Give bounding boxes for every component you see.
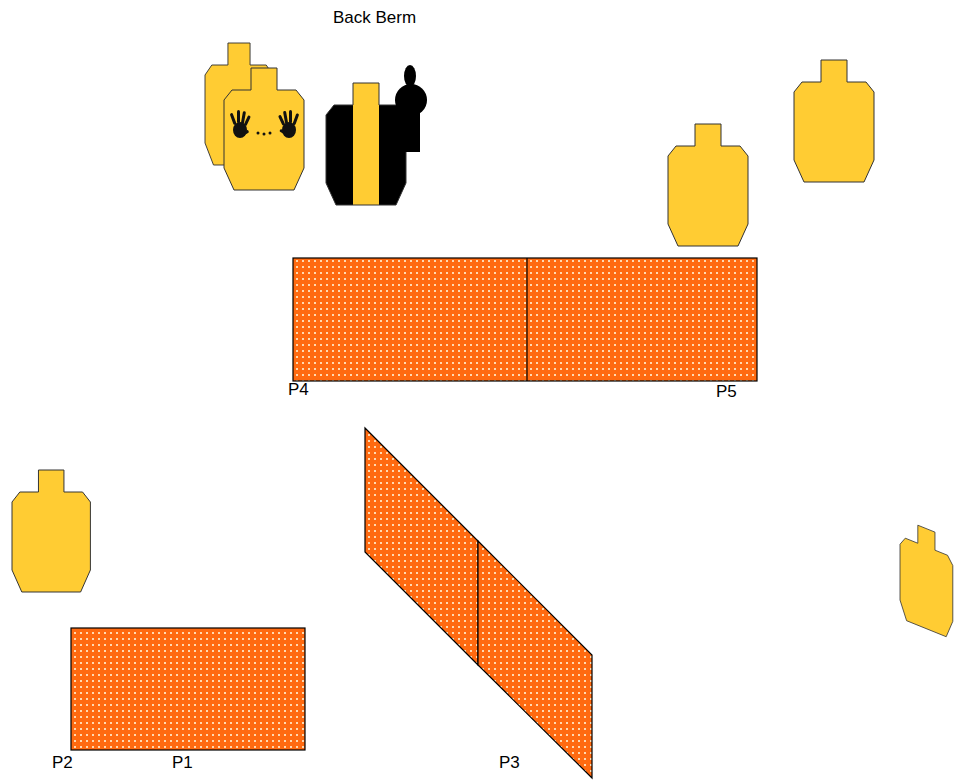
position-label: P3 <box>499 753 520 773</box>
position-label: P4 <box>288 380 309 400</box>
no-shoot-target <box>326 83 406 205</box>
wall <box>71 258 757 778</box>
position-label: P5 <box>716 382 737 402</box>
no-shoot-target <box>224 68 304 190</box>
area-label: Back Berm <box>333 8 416 28</box>
position-label: P1 <box>172 753 193 773</box>
popper <box>395 65 427 152</box>
paper-target <box>12 470 90 592</box>
position-label: P2 <box>52 753 73 773</box>
paper-target <box>668 124 748 246</box>
paper-target <box>900 518 953 639</box>
paper-target <box>794 60 874 182</box>
